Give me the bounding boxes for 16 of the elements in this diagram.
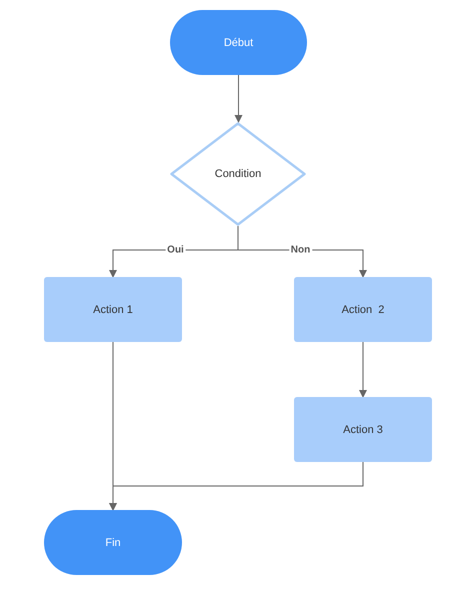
decision-diamond [170,122,306,226]
connector-arrow [234,74,242,123]
connector-arrow [109,462,364,511]
connector-arrow [359,342,367,398]
process-box [44,277,182,342]
node-label: Action 3 [343,424,383,436]
node-label: Fin [105,536,121,548]
edge-label: Oui [165,244,186,256]
edge-label: Non [288,244,312,256]
node-label: Action 1 [93,304,133,316]
node-label: Action 2 [342,304,384,316]
process-box [294,397,432,462]
process-box [294,277,432,342]
node-label: Condition [214,168,262,180]
node-label: Début [224,36,254,48]
connector-arrow [238,226,367,278]
